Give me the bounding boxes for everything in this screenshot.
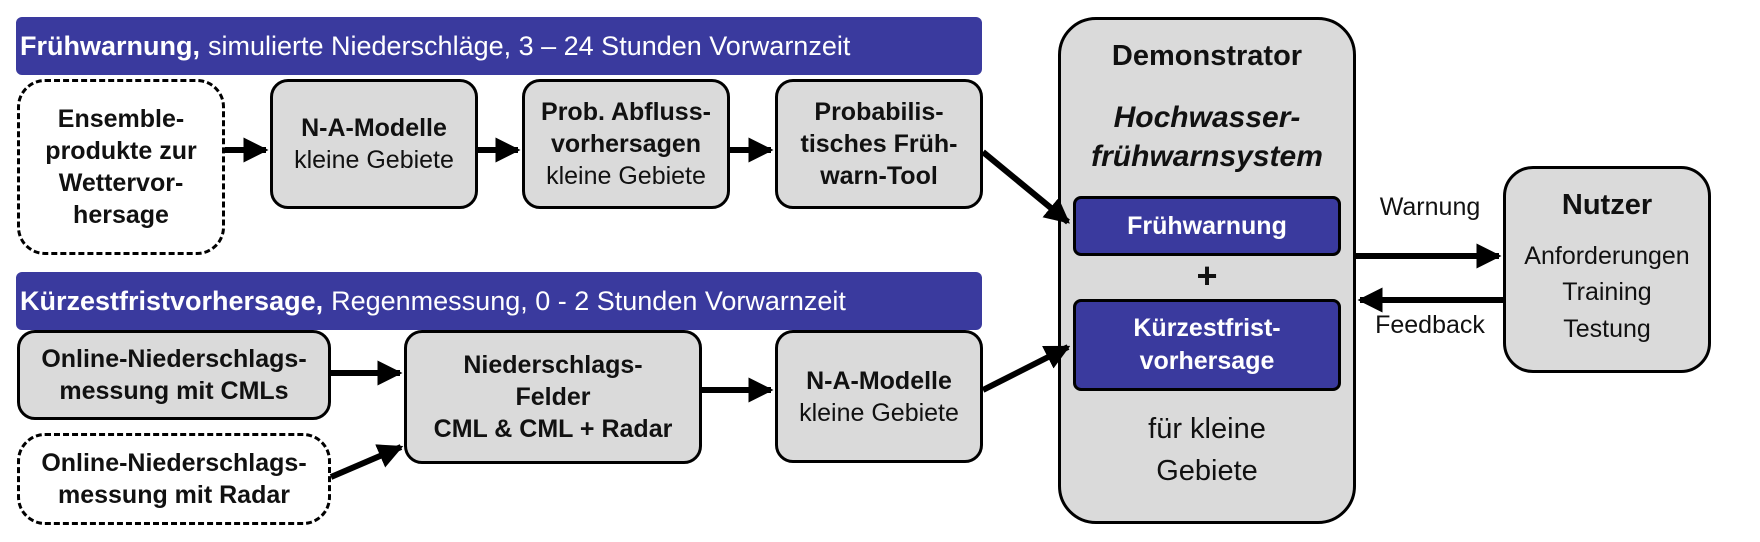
inner-kuerzestfrist: Kürzestfrist- vorhersage bbox=[1073, 299, 1341, 391]
na-model-box-1: N-A-Modelle kleine Gebiete bbox=[270, 79, 478, 209]
na-model-1-title: N-A-Modelle bbox=[301, 114, 447, 142]
cml-box: Online-Niederschlags- messung mit CMLs bbox=[17, 330, 331, 420]
prob-abfluss-box: Prob. Abfluss- vorhersagen kleine Gebiet… bbox=[522, 79, 730, 209]
banner-kuerzestfrist-title: Kürzestfristvorhersage, bbox=[20, 285, 324, 316]
demonstrator-box bbox=[1058, 17, 1356, 524]
arrow-radar-to-nfelder bbox=[329, 444, 404, 480]
demonstrator-subtitle: Hochwasser- frühwarnsystem bbox=[1091, 101, 1323, 173]
demonstrator-footer: für kleine Gebiete bbox=[1148, 413, 1266, 488]
ensemble-box: Ensemble- produkte zur Wettervor- hersag… bbox=[17, 79, 225, 255]
banner-fruehwarnung-sub: simulierte Niederschläge, 3 – 24 Stunden… bbox=[207, 30, 851, 61]
na-model-2-title: N-A-Modelle bbox=[806, 366, 952, 395]
na-model-2-sub: kleine Gebiete bbox=[799, 398, 959, 427]
nutzer-title: Nutzer bbox=[1561, 189, 1653, 221]
niederschlagsfelder-title: Niederschlags- Felder CML & CML + Radar bbox=[433, 351, 673, 443]
nutzer-box: Nutzer Anforderungen Training Testung bbox=[1503, 166, 1711, 373]
na-model-box-2: N-A-Modelle kleine Gebiete bbox=[775, 330, 983, 463]
banner-kuerzestfrist: Kürzestfristvorhersage, Regenmessung, 0 … bbox=[16, 272, 982, 330]
feedback-label: Feedback bbox=[1375, 311, 1485, 339]
banner-fruehwarnung: Frühwarnung, simulierte Niederschläge, 3… bbox=[16, 17, 982, 75]
arrow-na-to-demonstrator bbox=[981, 344, 1071, 393]
radar-title: Online-Niederschlags- messung mit Radar bbox=[41, 449, 307, 509]
prob-abfluss-sub: kleine Gebiete bbox=[546, 162, 706, 190]
inner-fruehwarnung: Frühwarnung bbox=[1073, 196, 1341, 256]
plus-sign: + bbox=[1196, 255, 1218, 296]
nutzer-items: Anforderungen Training Testung bbox=[1524, 242, 1690, 343]
na-model-1-sub: kleine Gebiete bbox=[294, 146, 454, 174]
prob-tool-title: Probabilis- tisches Früh- warn-Tool bbox=[800, 98, 958, 190]
cml-title: Online-Niederschlags- messung mit CMLs bbox=[41, 345, 307, 405]
niederschlagsfelder-box: Niederschlags- Felder CML & CML + Radar bbox=[404, 330, 702, 464]
banner-fruehwarnung-title: Frühwarnung, bbox=[20, 30, 200, 61]
radar-box: Online-Niederschlags- messung mit Radar bbox=[17, 433, 331, 525]
banner-kuerzestfrist-sub: Regenmessung, 0 - 2 Stunden Vorwarnzeit bbox=[331, 285, 846, 316]
prob-abfluss-title: Prob. Abfluss- vorhersagen bbox=[541, 98, 711, 158]
arrow-tool-to-demonstrator bbox=[981, 149, 1070, 225]
ensemble-label: Ensemble- produkte zur Wettervor- hersag… bbox=[45, 105, 197, 229]
warnung-label: Warnung bbox=[1379, 193, 1481, 221]
demonstrator-title: Demonstrator bbox=[1111, 40, 1303, 72]
prob-tool-box: Probabilis- tisches Früh- warn-Tool bbox=[775, 79, 983, 209]
